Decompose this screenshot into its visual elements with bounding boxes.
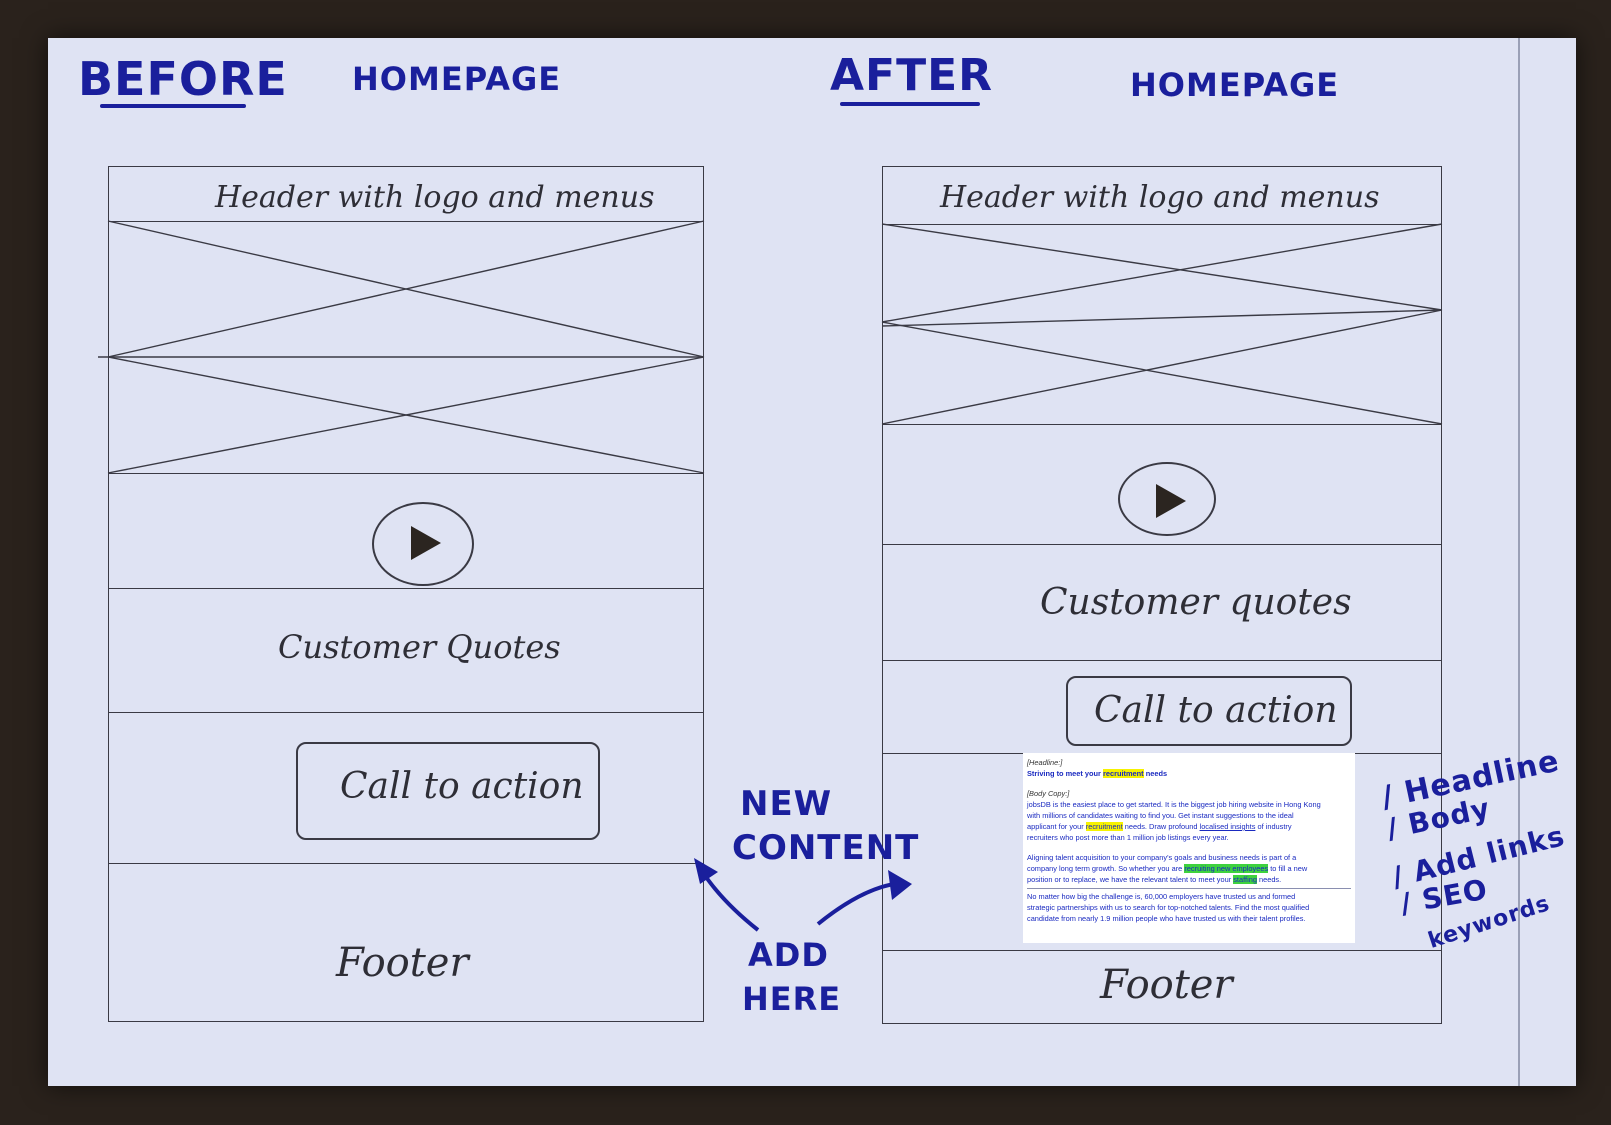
after-cta-box bbox=[1066, 676, 1352, 746]
after-header-label: Header with logo and menus bbox=[940, 180, 1380, 215]
after-footer-label: Footer bbox=[1100, 962, 1233, 1008]
after-play-icon bbox=[1118, 462, 1216, 536]
after-cta-label: Call to action bbox=[1094, 690, 1338, 731]
after-video-divider bbox=[882, 544, 1442, 545]
before-wireframe bbox=[108, 166, 704, 1022]
after-header-divider bbox=[882, 224, 1442, 225]
doc-paragraph-1: jobsDB is the easiest place to get start… bbox=[1027, 800, 1321, 842]
doc-headline: Striving to meet your recruitment needs bbox=[1027, 769, 1168, 778]
doc-paragraph-3: No matter how big the challenge is, 60,0… bbox=[1027, 892, 1310, 923]
paper-fold bbox=[1518, 38, 1520, 1086]
before-cta-box bbox=[296, 742, 600, 840]
after-title: AFTER bbox=[830, 50, 994, 101]
before-play-icon bbox=[372, 502, 474, 586]
add-here-label-line-1: ADD bbox=[748, 936, 829, 974]
before-title: BEFORE bbox=[78, 52, 288, 106]
add-here-label-line-2: HERE bbox=[742, 980, 842, 1018]
before-header-divider bbox=[108, 221, 704, 222]
after-quotes-divider bbox=[882, 660, 1442, 661]
before-hero-placeholder bbox=[98, 220, 705, 474]
arrow-to-before-head bbox=[694, 858, 718, 884]
after-hero-placeholder bbox=[881, 223, 1443, 425]
after-content-divider bbox=[882, 950, 1442, 951]
before-footer-label: Footer bbox=[336, 940, 469, 986]
after-page-label: HOMEPAGE bbox=[1130, 66, 1340, 104]
before-cta-label: Call to action bbox=[340, 766, 584, 807]
new-content-label-line-1: NEW bbox=[740, 784, 833, 824]
new-content-label-line-2: CONTENT bbox=[732, 828, 920, 868]
arrow-to-after bbox=[816, 882, 895, 926]
before-quotes-label: Customer Quotes bbox=[278, 628, 561, 666]
before-header-label: Header with logo and menus bbox=[215, 180, 655, 215]
after-wireframe bbox=[882, 166, 1442, 1024]
before-cta-divider bbox=[108, 863, 704, 864]
doc-paragraph-2: Aligning talent acquisition to your comp… bbox=[1027, 853, 1308, 884]
before-hero-divider bbox=[108, 473, 704, 474]
after-underline bbox=[840, 102, 980, 106]
doc-headline-tag: [Headline:] bbox=[1027, 758, 1063, 767]
arrow-to-after-head bbox=[888, 870, 912, 900]
doc-body-tag: [Body Copy:] bbox=[1027, 789, 1070, 798]
before-page-label: HOMEPAGE bbox=[352, 60, 562, 98]
before-quotes-divider bbox=[108, 712, 704, 713]
after-hero-divider bbox=[882, 424, 1442, 425]
after-quotes-label: Customer quotes bbox=[1040, 582, 1352, 623]
new-content-document: [Headline:] Striving to meet your recrui… bbox=[1023, 753, 1355, 943]
before-video-divider bbox=[108, 588, 704, 589]
before-underline bbox=[100, 104, 246, 108]
